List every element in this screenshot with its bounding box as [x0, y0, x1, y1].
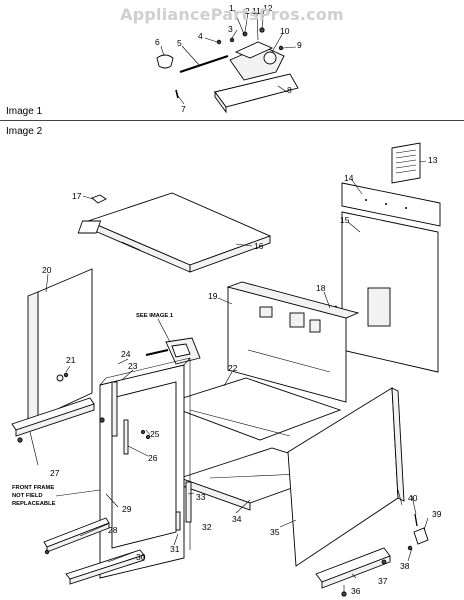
callout-12: 12 [263, 3, 273, 13]
callout-19: 19 [208, 291, 218, 301]
part-14-backguard [341, 182, 441, 227]
callout-3: 3 [228, 24, 233, 34]
callout-25: 25 [150, 429, 160, 439]
callout-15: 15 [340, 215, 350, 225]
part-4-screw [216, 39, 222, 45]
image1-label: Image 1 [6, 106, 43, 117]
part-28-rail [43, 517, 110, 555]
callout-17: 17 [72, 191, 82, 201]
callout-1: 1 [229, 3, 234, 13]
part-23-rail [111, 381, 118, 437]
callout-14: 14 [344, 173, 354, 183]
callout-7: 7 [181, 104, 186, 114]
part-26-rail [123, 419, 129, 455]
callout-10: 10 [280, 26, 290, 36]
part-36-screw [341, 591, 347, 597]
callout-6: 6 [155, 37, 160, 47]
part-37-right-rail [315, 547, 391, 589]
part-3-nut [229, 37, 235, 43]
callout-5: 5 [177, 38, 182, 48]
part-17-bracket [91, 194, 107, 204]
part-15-back-panel [341, 211, 439, 373]
part-20-left-side-panel [27, 268, 93, 423]
callout-20: 20 [42, 265, 52, 275]
callout-16: 16 [254, 241, 264, 251]
callout-39: 39 [432, 509, 442, 519]
callout-30: 30 [136, 552, 146, 562]
callout-32: 32 [202, 522, 212, 532]
callout-27: 27 [50, 468, 60, 478]
part-16-cooktop [77, 192, 272, 273]
image1-assembly [156, 9, 299, 114]
callout-33: 33 [196, 492, 206, 502]
see-image1-assembly [145, 337, 201, 365]
callout-28: 28 [108, 525, 118, 535]
callout-11: 11 [252, 6, 261, 16]
note-front-frame-2: NOT FIELD [12, 493, 43, 499]
part-27-left-rail [11, 397, 105, 443]
note-see-image1: SEE IMAGE 1 [136, 313, 174, 319]
callout-37: 37 [378, 576, 388, 586]
callout-24: 24 [121, 349, 131, 359]
callout-13: 13 [428, 155, 438, 165]
callout-40: 40 [408, 493, 418, 503]
part-25-screw [140, 429, 145, 434]
callout-9: 9 [297, 40, 302, 50]
note-front-frame-1: FRONT FRAME [12, 485, 54, 491]
part-8-bracket [214, 73, 299, 108]
part-38-39-40-bracket [407, 513, 429, 551]
part-21-fastener [63, 372, 69, 378]
callout-2: 2 [245, 6, 250, 16]
part-7-screw [175, 89, 179, 99]
callout-labels: 1 2 3 4 5 6 7 8 9 10 11 12 13 14 15 16 1… [42, 3, 442, 596]
callout-36: 36 [351, 586, 361, 596]
part-10-knob [263, 51, 277, 65]
callout-4: 4 [198, 31, 203, 41]
image2-label: Image 2 [6, 126, 43, 137]
part-19-rear-panel [226, 281, 360, 403]
callout-23: 23 [128, 361, 138, 371]
part-5-rod [179, 54, 229, 74]
callout-26: 26 [148, 453, 158, 463]
part-9-screw [278, 45, 284, 51]
callout-22: 22 [228, 363, 238, 373]
part-11-plate [234, 41, 274, 59]
part-front-frame [99, 357, 191, 579]
callout-29: 29 [122, 504, 132, 514]
part-2-screw [242, 31, 248, 37]
callout-31: 31 [170, 544, 180, 554]
part-8-bracket-side [214, 90, 227, 114]
callout-8: 8 [287, 85, 292, 95]
callout-34: 34 [232, 514, 242, 524]
part-33-rail [185, 481, 192, 523]
part-6-clip [156, 54, 174, 69]
part-13-vent-grille [391, 142, 421, 184]
part-25-screw-b [145, 434, 150, 439]
part-30-rail [65, 549, 145, 585]
part-35-right-side-panel [287, 387, 405, 567]
note-front-frame-3: REPLACEABLE [12, 501, 56, 507]
callout-21: 21 [66, 355, 76, 365]
part-32-bracket [175, 511, 181, 531]
part-12-screw [259, 27, 265, 33]
section-divider [0, 120, 464, 121]
callout-38: 38 [400, 561, 410, 571]
callout-35: 35 [270, 527, 280, 537]
callout-18: 18 [316, 283, 326, 293]
